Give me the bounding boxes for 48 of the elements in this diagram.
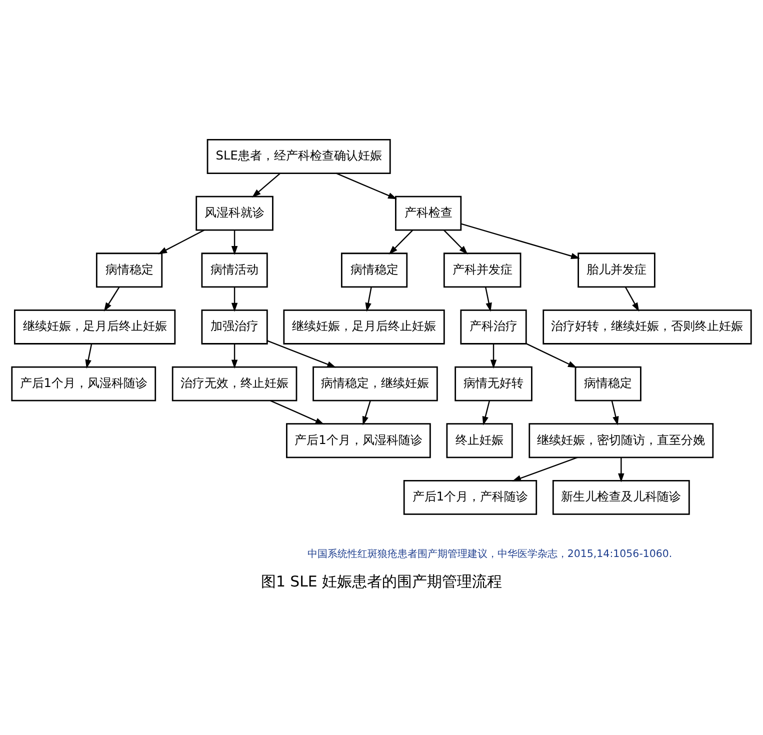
node-box: 新生儿检查及儿科随诊 [552, 480, 690, 515]
arrow [460, 223, 580, 260]
arrow [231, 230, 238, 255]
arrow [362, 400, 371, 426]
arrow [336, 172, 398, 200]
arrow [484, 286, 492, 312]
node-box: 产后1个月，产科随诊 [403, 480, 538, 515]
arrow [482, 400, 490, 426]
arrow [266, 340, 336, 368]
arrow [388, 230, 414, 254]
arrow [365, 286, 372, 312]
node-box: 终止妊娠 [446, 423, 513, 458]
arrow [611, 400, 619, 426]
node-box: 治疗无效，终止妊娠 [172, 366, 298, 402]
arrow [85, 344, 92, 369]
arrow [512, 456, 578, 482]
node-box: 病情稳定 [96, 252, 163, 288]
arrow [526, 343, 577, 368]
node-box: 加强治疗 [201, 310, 268, 344]
node-box: 产科检查 [395, 196, 462, 231]
node-box: 病情活动 [201, 252, 268, 288]
arrow [490, 344, 497, 369]
node-box: 产科治疗 [460, 310, 527, 344]
node-box: 病情无好转 [454, 366, 532, 402]
arrow [624, 286, 640, 312]
node-box: 病情稳定，继续妊娠 [312, 366, 438, 402]
arrow [104, 286, 120, 312]
node-box: 继续妊娠，密切随访，直至分娩 [528, 423, 714, 458]
node-box: 产科并发症 [443, 252, 522, 288]
label: 中国系统性红斑狼疮患者围产期管理建议，中华医学杂志，2015,14:1056-1060. [307, 548, 672, 560]
arrow [231, 286, 238, 312]
arrow [252, 172, 281, 198]
node-box: 产后1个月，风湿科随诊 [286, 423, 431, 458]
arrow [231, 344, 238, 369]
node-box: 病情稳定 [574, 366, 642, 402]
node-box: 风湿科就诊 [196, 196, 274, 231]
arrow [270, 400, 324, 425]
arrow [618, 457, 624, 482]
node-box: 继续妊娠，足月后终止妊娠 [283, 310, 445, 344]
arrow [444, 230, 468, 254]
node-box: SLE患者，经产科检查确认妊娠 [206, 139, 391, 174]
node-box: 继续妊娠，足月后终止妊娠 [14, 310, 176, 344]
node-box: 治疗好转，继续妊娠，否则终止妊娠 [542, 310, 752, 344]
node-box: 病情稳定 [340, 252, 408, 288]
caption: 图1 SLE 妊娠患者的围产期管理流程 [260, 572, 502, 591]
node-box: 胎儿并发症 [578, 252, 656, 288]
arrow [158, 230, 204, 254]
node-box: 产后1个月，风湿科随诊 [11, 366, 156, 402]
